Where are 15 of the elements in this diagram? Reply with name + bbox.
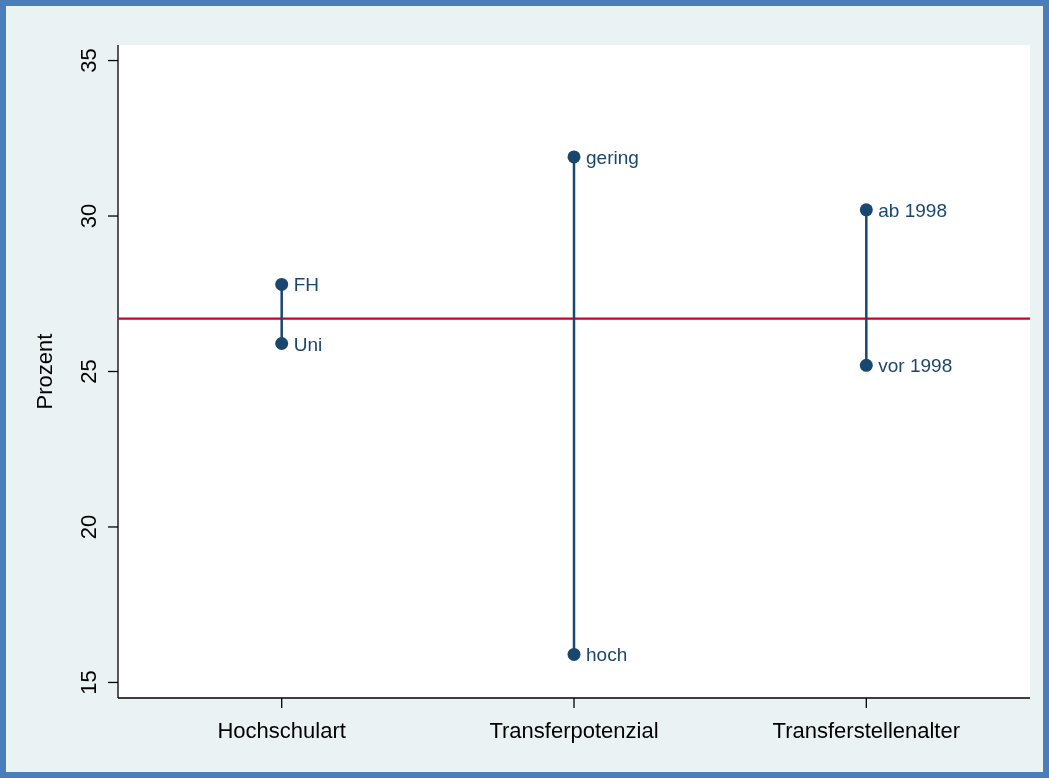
- axis-title: Prozent: [32, 333, 57, 410]
- point-label: Uni: [293, 333, 323, 355]
- point-label: vor 1998: [878, 355, 953, 377]
- tick-label: 30: [76, 203, 101, 229]
- tick-label: 25: [76, 359, 101, 384]
- point-label: FH: [293, 274, 319, 296]
- tick-label: 35: [76, 48, 101, 73]
- point-label: gering: [586, 146, 639, 168]
- category-label: Transferstellenalter: [772, 718, 961, 743]
- point-label: ab 1998: [878, 199, 947, 221]
- point-label: hoch: [586, 644, 628, 666]
- category-label: Hochschulart: [217, 718, 346, 743]
- tick-label: 15: [76, 670, 101, 695]
- category-label: Transferpotenzial: [489, 718, 659, 743]
- tick-label: 20: [76, 514, 101, 540]
